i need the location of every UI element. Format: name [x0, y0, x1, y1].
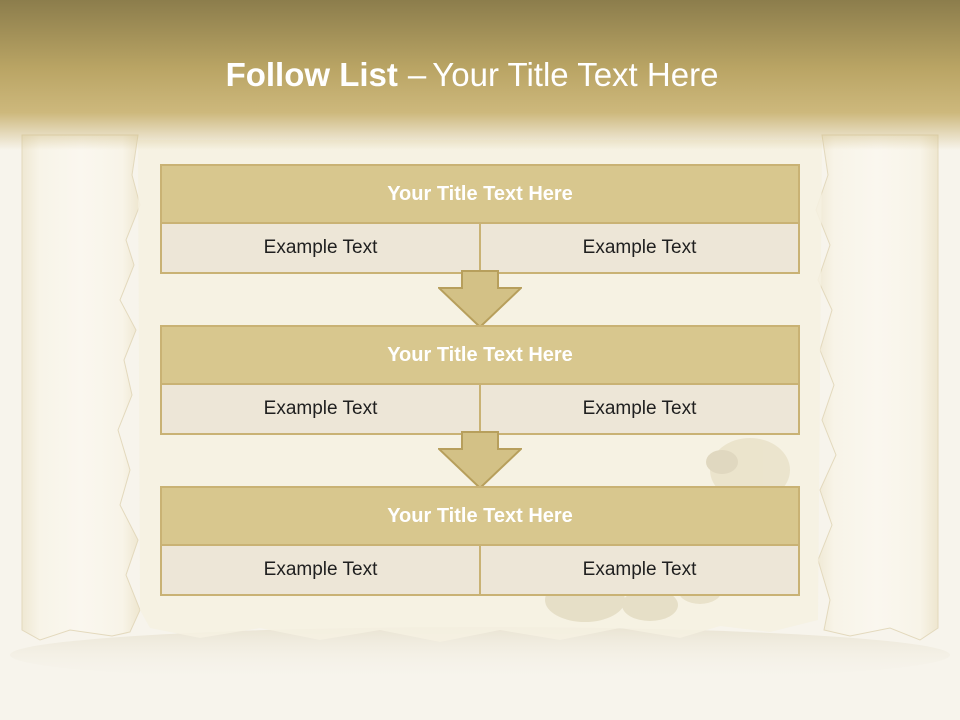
step-box-3: Your Title Text Here Example Text Exampl…	[160, 486, 800, 596]
step-box-1: Your Title Text Here Example Text Exampl…	[160, 164, 800, 274]
step-box-2: Your Title Text Here Example Text Exampl…	[160, 325, 800, 435]
step-title-2: Your Title Text Here	[162, 327, 798, 385]
step-2-left-text: Example Text	[162, 385, 479, 433]
down-arrow-icon	[438, 431, 522, 489]
page-title-rest: Your Title Text Here	[432, 56, 719, 93]
step-row-2: Example Text Example Text	[162, 385, 798, 433]
step-title-3: Your Title Text Here	[162, 488, 798, 546]
step-row-1: Example Text Example Text	[162, 224, 798, 272]
step-3-left-text: Example Text	[162, 546, 479, 594]
step-title-1: Your Title Text Here	[162, 166, 798, 224]
step-row-3: Example Text Example Text	[162, 546, 798, 594]
page-title-bold: Follow List	[225, 56, 398, 93]
step-1-left-text: Example Text	[162, 224, 479, 272]
page-title-separator: –	[407, 56, 427, 93]
step-1-right-text: Example Text	[479, 224, 798, 272]
page-title: Follow List–Your Title Text Here	[0, 56, 944, 94]
step-2-right-text: Example Text	[479, 385, 798, 433]
down-arrow-icon	[438, 270, 522, 328]
step-3-right-text: Example Text	[479, 546, 798, 594]
title-bar	[0, 0, 960, 150]
